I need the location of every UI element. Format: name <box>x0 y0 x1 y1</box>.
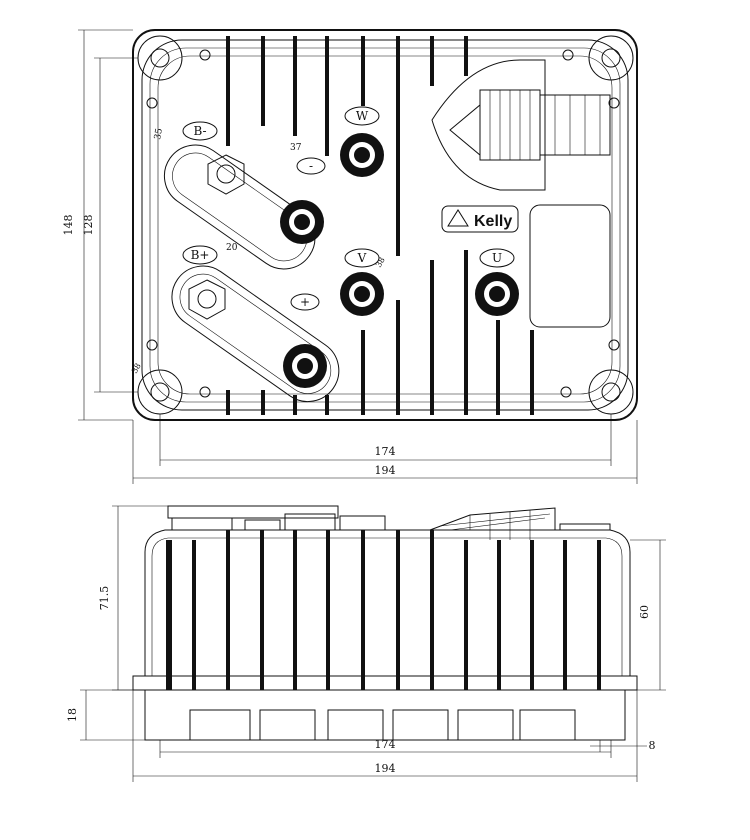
dim-hole-dia: 38 <box>130 362 143 375</box>
terminal-minus-post <box>280 200 324 244</box>
dim-side-width-holes: 174 <box>375 738 396 751</box>
dim-base-height: 18 <box>66 708 79 722</box>
busbar-b-plus <box>171 265 340 403</box>
kelly-logo: Kelly <box>441 205 519 233</box>
label-plate <box>529 204 611 328</box>
side-view-base-blocks <box>189 709 576 741</box>
side-view-fins <box>166 530 601 690</box>
dim-width-holes: 174 <box>375 445 396 458</box>
logo-text: Kelly <box>474 213 512 230</box>
svg-text:U: U <box>492 251 502 265</box>
side-view: 71.5 18 60 174 194 8 <box>66 505 666 782</box>
top-view-fins <box>226 36 534 415</box>
terminal-label-u: U <box>479 248 515 268</box>
svg-text:B+: B+ <box>191 248 210 262</box>
dim-body-height: 60 <box>638 605 651 619</box>
side-view-base <box>132 675 638 691</box>
svg-text:V: V <box>357 251 367 265</box>
dim-slot-a: 35 <box>153 127 165 140</box>
signal-connector <box>431 59 611 191</box>
dim-terminal-dia: 38 <box>374 256 387 269</box>
terminal-label-w: W <box>344 106 380 126</box>
nut-b-plus <box>188 279 226 320</box>
mounting-hole-bottom-right <box>588 369 634 415</box>
terminal-u-post <box>475 272 519 316</box>
svg-text:-: - <box>309 159 313 173</box>
dim-height-holes: 128 <box>82 215 95 236</box>
busbar-b-minus <box>163 144 316 270</box>
top-view-flange <box>132 29 638 421</box>
logo-triangle-icon <box>447 209 469 227</box>
svg-text:+: + <box>300 295 310 309</box>
terminal-v-post <box>340 272 384 316</box>
dim-width-outer: 194 <box>375 464 396 477</box>
terminal-w-post <box>340 133 384 177</box>
terminal-plus-post <box>283 344 327 388</box>
mounting-hole-top-right <box>588 35 634 81</box>
svg-text:B-: B- <box>193 124 206 138</box>
dim-side-width-outer: 194 <box>375 762 396 775</box>
terminal-label-b-minus: B- <box>182 121 218 141</box>
terminal-label-plus: + <box>290 293 320 311</box>
terminal-label-minus: - <box>296 157 326 175</box>
dim-slot-b: 37 <box>290 143 302 153</box>
side-view-body <box>144 529 631 676</box>
mounting-hole-bottom-left <box>137 369 183 415</box>
svg-text:W: W <box>356 109 369 123</box>
dim-flange-width: 8 <box>649 739 656 752</box>
top-view-body <box>141 39 629 411</box>
dim-height-outer: 148 <box>62 215 75 236</box>
top-view: Kelly <box>62 29 638 484</box>
dim-slot-c: 20 <box>226 243 238 253</box>
terminal-label-v: V <box>344 248 380 268</box>
nut-b-minus <box>207 154 245 195</box>
dim-total-height: 71.5 <box>98 586 111 611</box>
mounting-hole-top-left <box>137 35 183 81</box>
terminal-label-b-plus: B+ <box>182 245 218 265</box>
